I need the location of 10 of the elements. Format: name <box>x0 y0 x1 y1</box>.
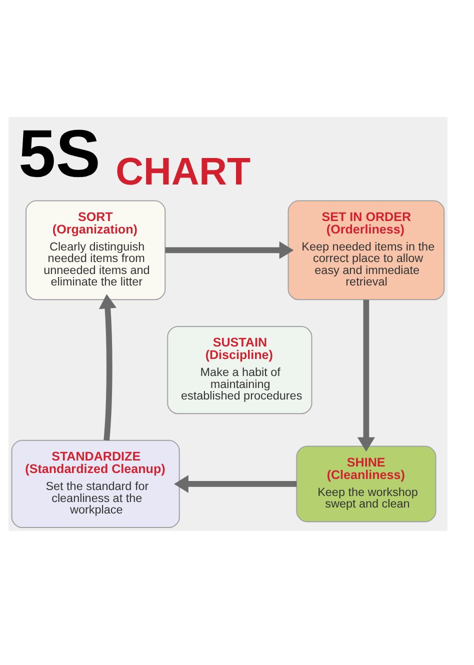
node-box: SHINE (Cleanliness) Keep the workshop swept and clean <box>296 445 436 522</box>
arrow <box>165 240 294 259</box>
arrow <box>174 474 297 492</box>
node-box: SET IN ORDER (Orderliness) Keep needed items in the correct place to allow easy and immediate retrieval <box>288 200 445 300</box>
node-box: SUSTAIN (Discipline) Make a habit of maintaining established procedures <box>167 325 312 414</box>
node-box: SORT (Organization) Clearly distinguish needed items from unneeded items and eliminate the litter <box>26 200 166 300</box>
node-box: STANDARDIZE (Standardized Cleanup) Set the standard for cleanliness at the workplace <box>11 439 180 528</box>
arrow <box>357 299 376 452</box>
diagram-title: 5S CHART <box>18 116 251 194</box>
arrow <box>98 294 117 440</box>
